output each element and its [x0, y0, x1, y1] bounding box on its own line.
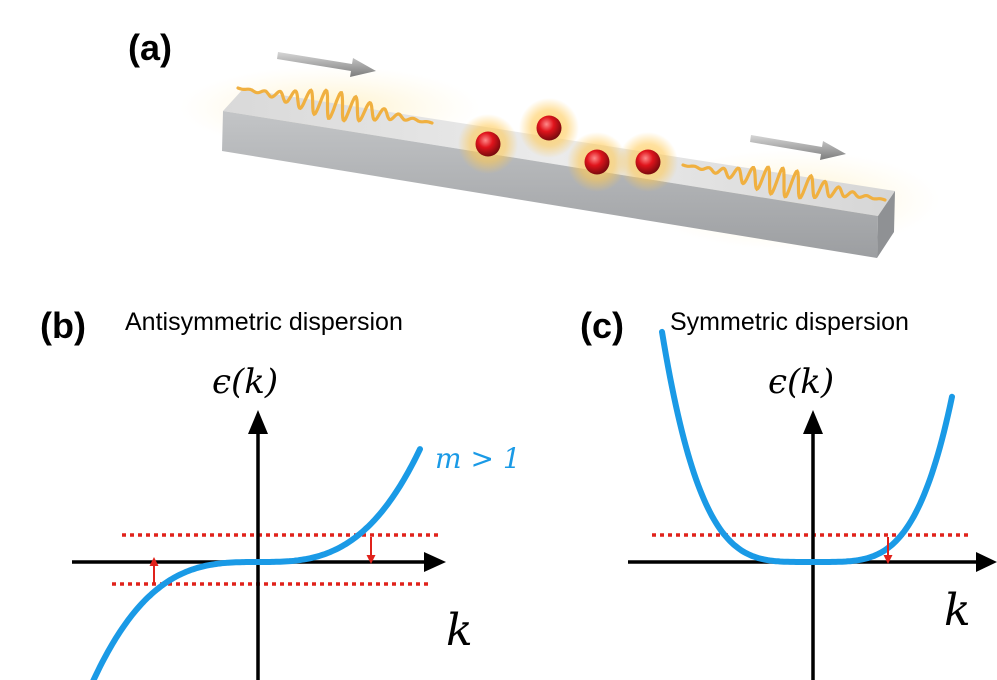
waveguide-end-face [877, 191, 895, 258]
panel-b: (b) Antisymmetric dispersion ϵ(k) k m > … [40, 305, 521, 680]
b-red-arrow-down [366, 537, 376, 564]
b-y-axis-label: ϵ(k) [212, 362, 278, 402]
c-x-axis-label: k [944, 585, 971, 636]
panel-b-title: Antisymmetric dispersion [125, 308, 403, 336]
b-y-axis-arrowhead [248, 410, 268, 434]
atom-2 [519, 98, 579, 158]
c-red-arrow-down [883, 537, 893, 564]
b-x-axis-arrowhead [424, 552, 446, 572]
panel-a-label: (a) [128, 27, 172, 68]
c-x-axis-arrowhead [976, 552, 997, 572]
antisymmetric-dispersion-curve [90, 446, 423, 680]
panel-a: (a) [128, 27, 940, 258]
left-propagation-arrow [277, 52, 376, 77]
panel-c-title: Symmetric dispersion [670, 308, 909, 336]
waveguide-front-face [222, 111, 878, 258]
curve-label-m-gt-1: m > 1 [435, 442, 521, 475]
right-propagation-arrow [750, 135, 846, 160]
b-x-axis-label: k [446, 605, 473, 656]
c-y-axis-arrowhead [803, 410, 823, 434]
atom-1 [458, 114, 518, 174]
panel-b-label: (b) [40, 305, 86, 346]
right-photon-wavepacket [681, 163, 887, 202]
atom-4 [618, 132, 678, 192]
panel-c-label: (c) [580, 305, 624, 346]
c-y-axis-label: ϵ(k) [768, 362, 834, 402]
left-photon-wavepacket [236, 86, 434, 125]
b-red-arrow-up [149, 557, 159, 584]
atom-3 [567, 132, 627, 192]
symmetric-dispersion-curve [659, 328, 955, 565]
panel-c: (c) Symmetric dispersion ϵ(k) k [580, 305, 997, 680]
